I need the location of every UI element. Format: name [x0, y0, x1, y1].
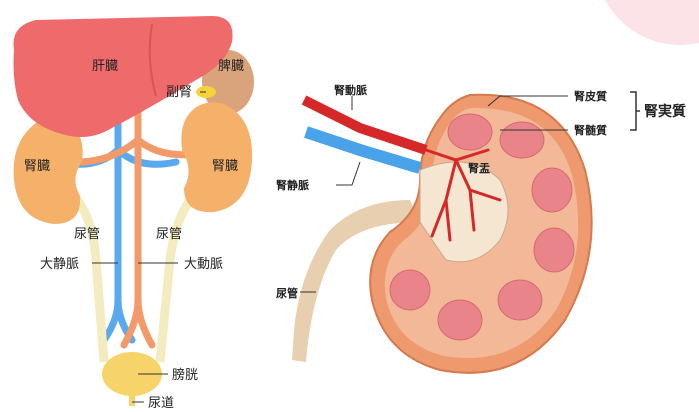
parenchyma-bracket: [630, 92, 640, 130]
aorta-label: 大動脈: [184, 257, 223, 272]
ureter-section-label: 尿管: [276, 286, 298, 300]
liver-label: 肝臓: [92, 59, 118, 74]
kidney-section: 腎動脈 腎静脈 腎盂 尿管 腎皮質 腎髄質 腎実質: [276, 83, 686, 373]
decorative-circle: [595, 0, 699, 45]
organ-overview: 肝臓 脾臓 副腎 腎臓 腎臓 尿管 尿管 大静脈 大動脈 膀胱 尿道: [13, 16, 254, 408]
renal-vein-label: 腎静脈: [276, 178, 309, 192]
renal-medulla-label: 腎髄質: [574, 123, 607, 137]
renal-pelvis-label: 腎盂: [468, 162, 490, 175]
vena-cava-label: 大静脈: [40, 257, 79, 272]
kidney-left-label: 腎臓: [24, 159, 50, 174]
kidney-right-label: 腎臓: [212, 159, 238, 174]
spleen-label: 脾臓: [218, 59, 244, 74]
ureter-right-label: 尿管: [156, 227, 182, 242]
renal-parenchyma-label: 腎実質: [644, 103, 686, 120]
ureter-right-shape: [160, 190, 200, 362]
adrenal-label: 副腎: [166, 85, 192, 100]
renal-vein-leader: [336, 162, 360, 185]
renal-cortex-label: 腎皮質: [574, 89, 607, 103]
urethra-label: 尿道: [148, 396, 174, 408]
ureter-left-label: 尿管: [74, 227, 100, 242]
kidney-right-shape: [181, 102, 252, 212]
bladder-label: 膀胱: [172, 367, 198, 383]
renal-artery-label: 腎動脈: [334, 83, 367, 97]
